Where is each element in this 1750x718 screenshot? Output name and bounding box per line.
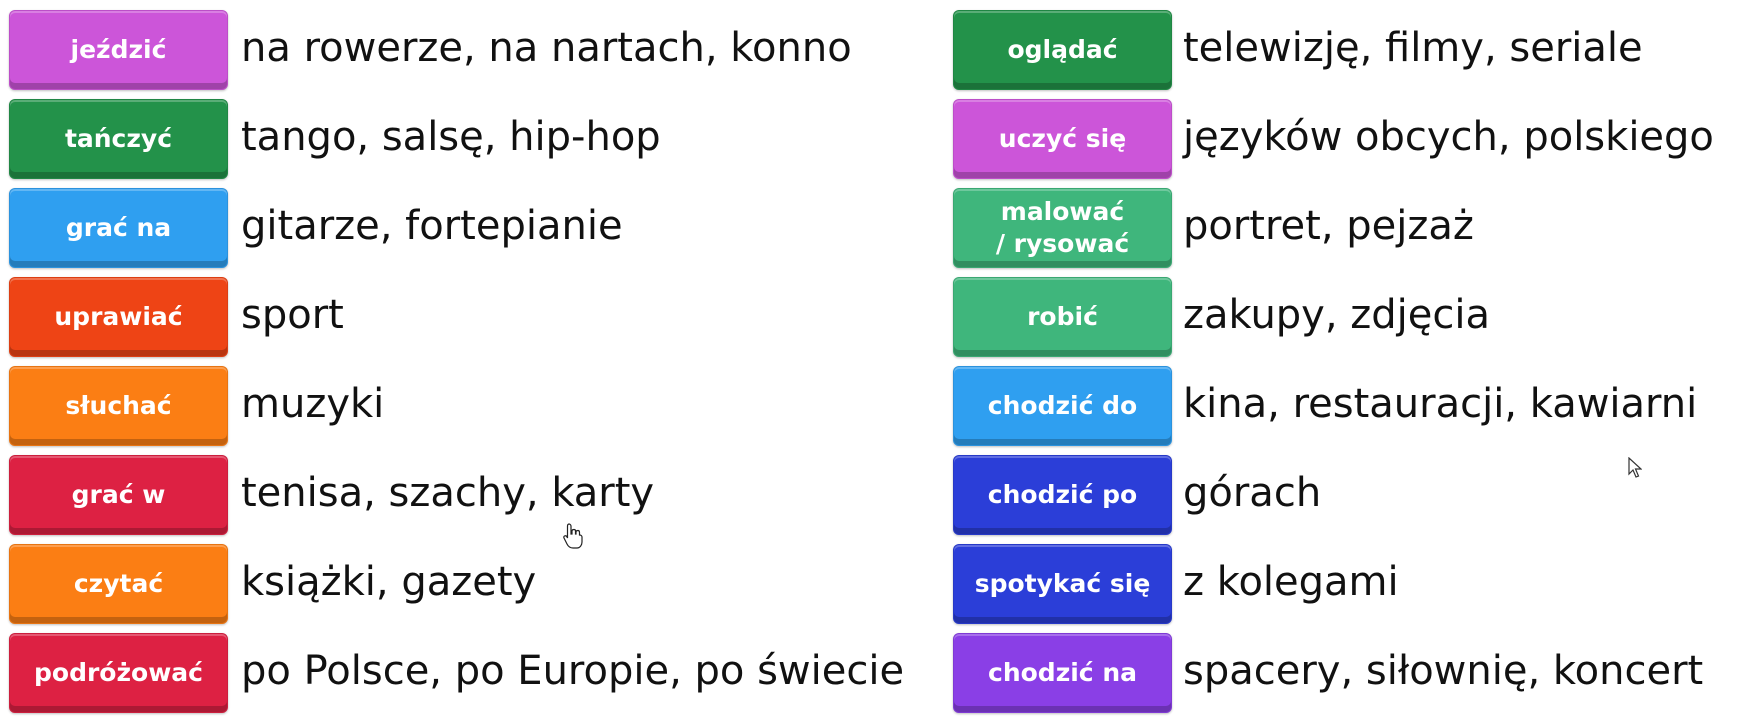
complement-text: muzyki [241,381,385,427]
verb-tile[interactable]: chodzić do [953,366,1172,446]
verb-tile[interactable]: tańczyć [9,99,228,179]
verb-tile[interactable]: chodzić na [953,633,1172,713]
verb-label: uczyć się [998,124,1127,153]
complement-text: spacery, siłownię, koncert [1183,648,1704,694]
complement-text: telewizję, filmy, seriale [1183,25,1643,71]
complement-text: tango, salsę, hip-hop [241,114,661,160]
verb-label: jeździć [70,35,167,64]
complement-text: z kolegami [1183,559,1399,605]
complement-text: po Polsce, po Europie, po świecie [241,648,905,694]
verb-tile[interactable]: robić [953,277,1172,357]
verb-tile[interactable]: podróżować [9,633,228,713]
verb-label: uprawiać [54,302,183,331]
verb-tile[interactable]: uczyć się [953,99,1172,179]
verb-label: tańczyć [64,124,173,153]
verb-label: malować / rysować [995,197,1130,258]
verb-label: podróżować [34,658,203,687]
verb-label: grać na [65,213,172,242]
verb-tile[interactable]: grać na [9,188,228,268]
complement-text: sport [241,292,344,338]
verb-label: chodzić po [987,480,1138,509]
verb-tile[interactable]: oglądać [953,10,1172,90]
verb-label: słuchać [65,391,172,420]
verb-tile[interactable]: grać w [9,455,228,535]
hand-pointer-icon [563,523,583,549]
verb-label: robić [1027,302,1098,331]
complement-text: kina, restauracji, kawiarni [1183,381,1698,427]
verb-tile[interactable]: słuchać [9,366,228,446]
verb-label: spotykać się [974,569,1151,598]
verb-label: grać w [71,480,166,509]
verb-label: chodzić do [987,391,1138,420]
complement-text: portret, pejzaż [1183,203,1474,249]
verb-tile[interactable]: czytać [9,544,228,624]
verb-label: oglądać [1007,35,1118,64]
verb-tile[interactable]: chodzić po [953,455,1172,535]
complement-text: górach [1183,470,1322,516]
verb-tile[interactable]: uprawiać [9,277,228,357]
complement-text: tenisa, szachy, karty [241,470,655,516]
arrow-pointer-icon [1628,457,1642,478]
complement-text: na rowerze, na nartach, konno [241,25,852,71]
complement-text: gitarze, fortepianie [241,203,623,249]
complement-text: języków obcych, polskiego [1183,114,1714,160]
verb-tile[interactable]: spotykać się [953,544,1172,624]
verb-label: chodzić na [988,658,1137,687]
verb-label: czytać [73,569,164,598]
verb-tile[interactable]: malować / rysować [953,188,1172,268]
complement-text: książki, gazety [241,559,537,605]
verb-tile[interactable]: jeździć [9,10,228,90]
complement-text: zakupy, zdjęcia [1183,292,1491,338]
